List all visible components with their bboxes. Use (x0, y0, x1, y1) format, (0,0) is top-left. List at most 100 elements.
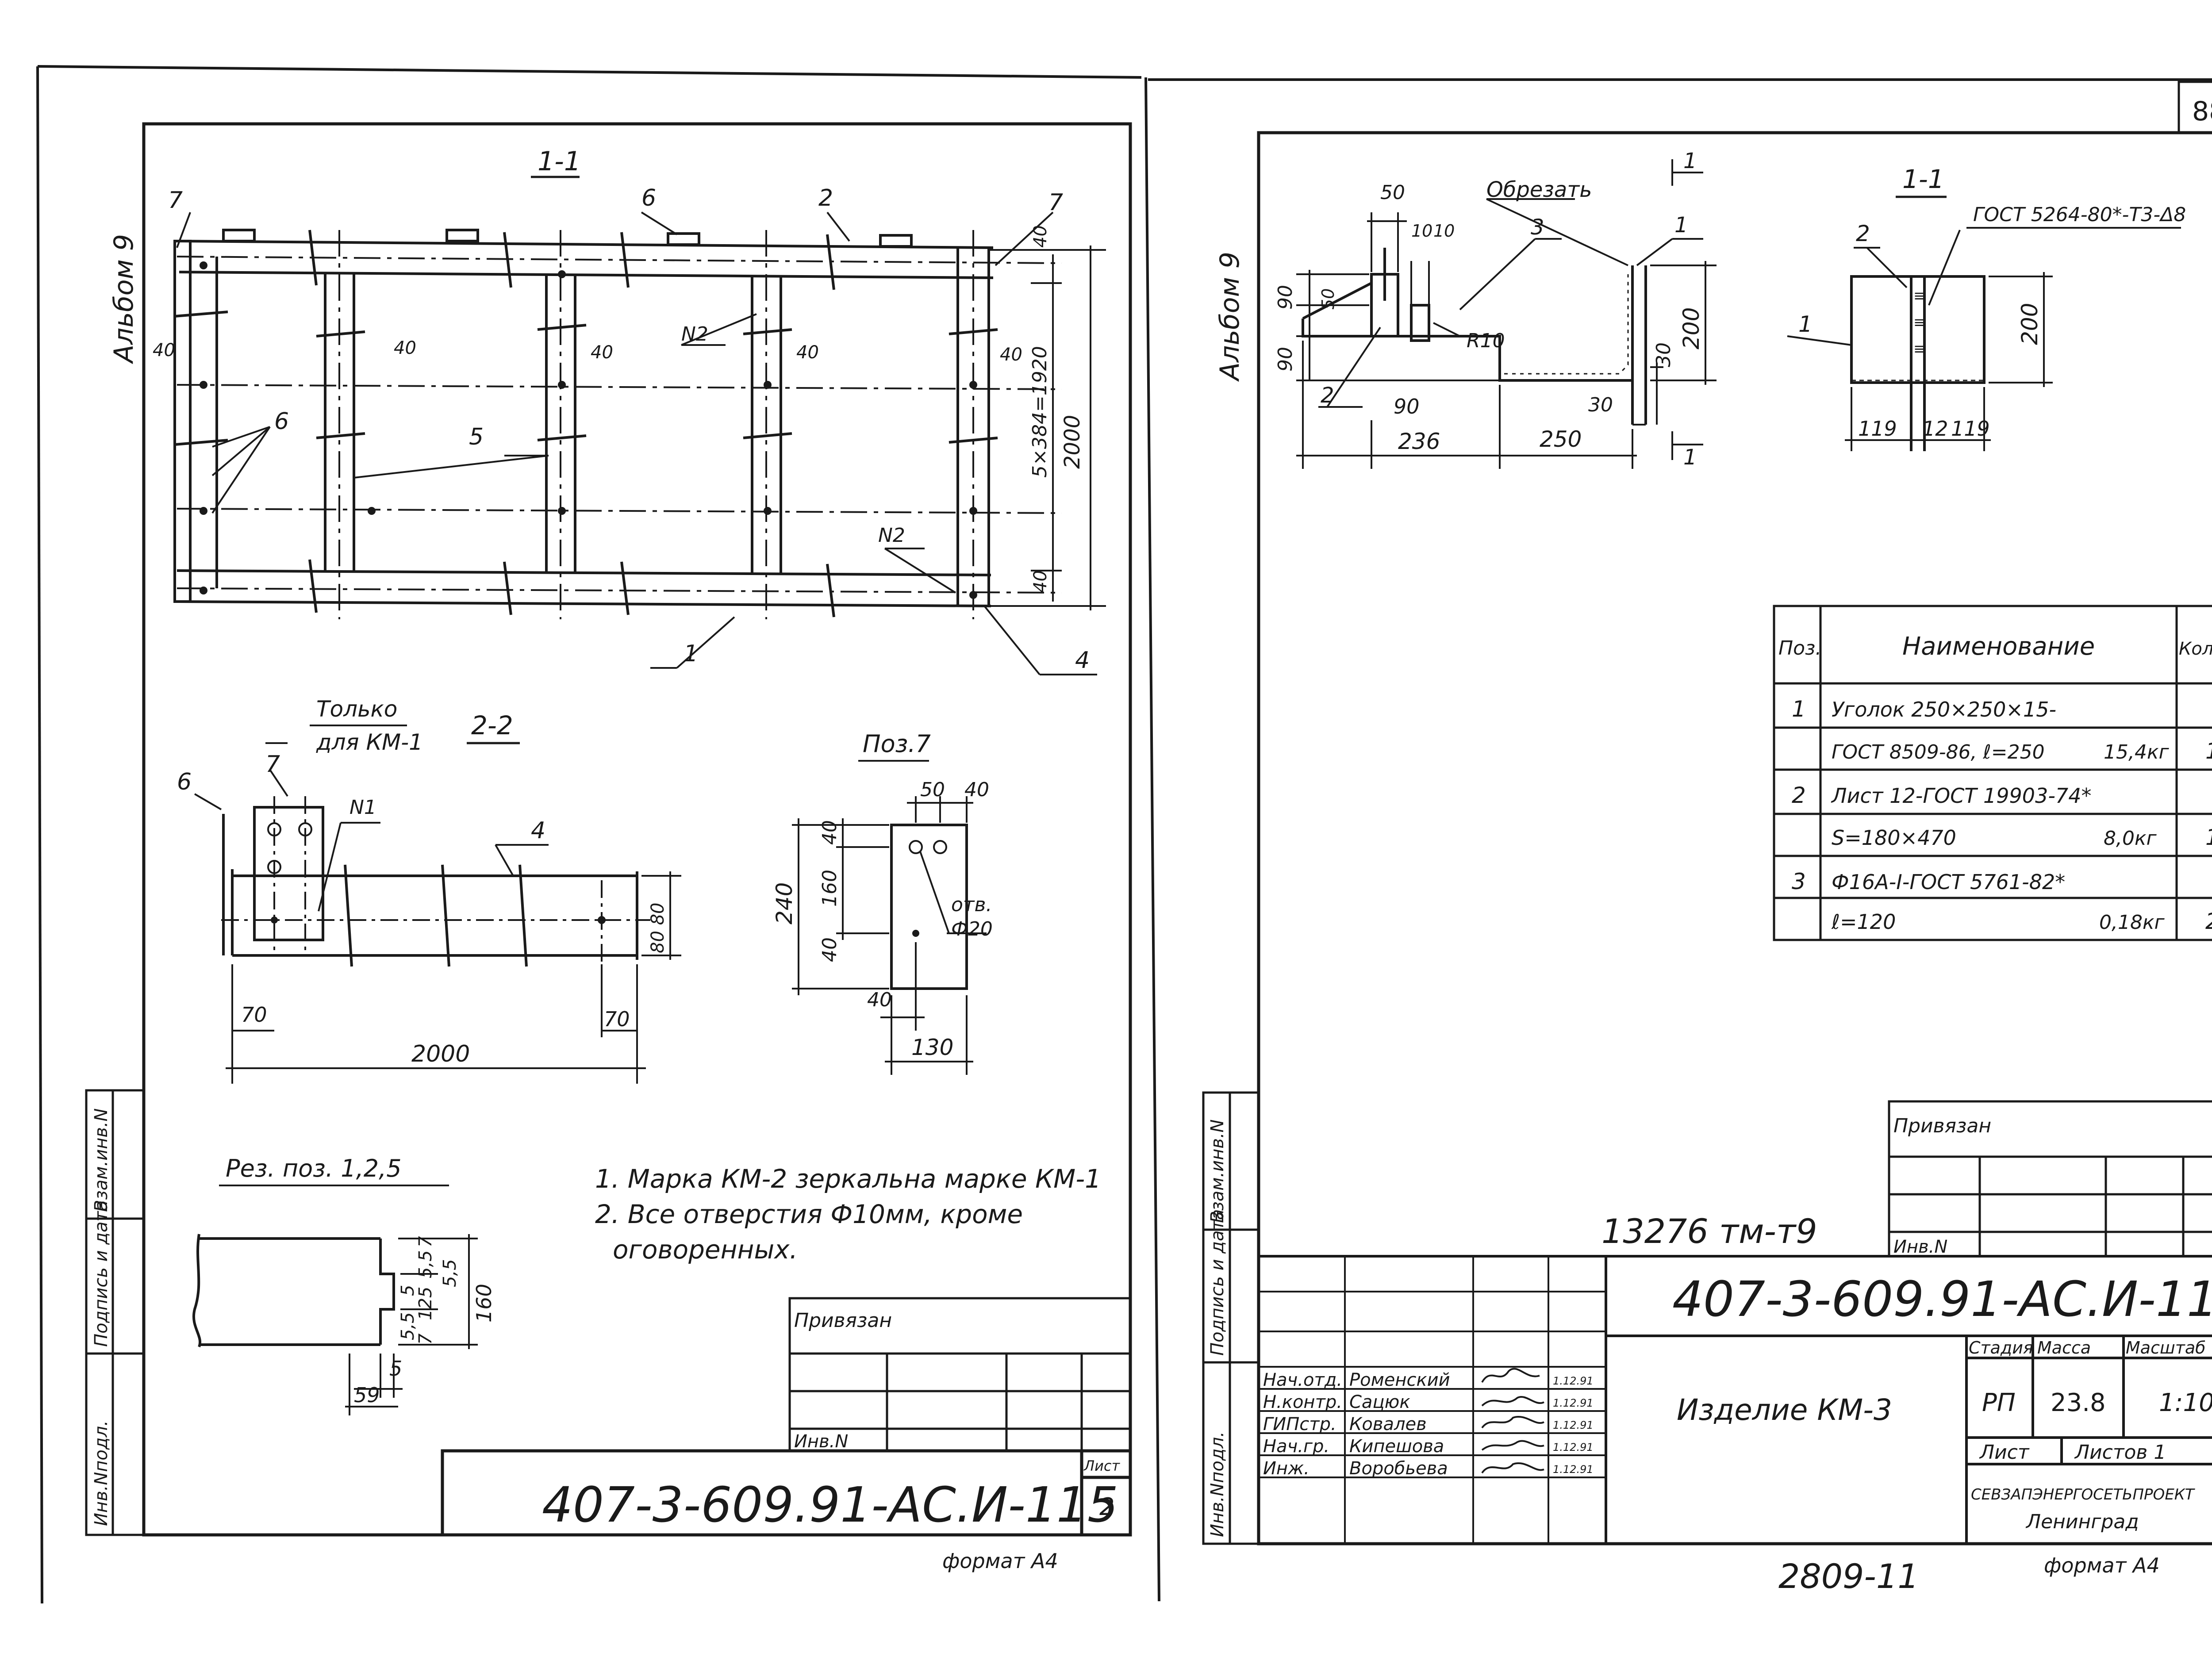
cut-dim-125: 125 (415, 1287, 436, 1320)
dim-5x384: 5×384=1920 (1029, 346, 1051, 478)
signer-5-date: 1.12.91 (1553, 1463, 1594, 1476)
left-frame (142, 122, 1132, 1537)
org-line-1: СЕВЗАПЭНЕРГОСЕТЬПРОЕКТ (1971, 1486, 2195, 1503)
cut-dim-5a: 5 (398, 1285, 418, 1296)
cut-dim-5: 5 (389, 1357, 402, 1381)
signer-3-name: Ковалев (1349, 1414, 1427, 1434)
note-1: 1. Марка КМ-2 зеркальна марке КМ-1 (595, 1164, 1101, 1194)
signer-3-date: 1.12.91 (1553, 1419, 1594, 1431)
section-2-2-dims (194, 742, 681, 1084)
spec-row-1-pos: 1 (1792, 696, 1806, 722)
page-number: 88 (2192, 96, 2212, 127)
mass-value: 23.8 (2051, 1388, 2106, 1417)
archive-number: 13276 тм-т9 (1601, 1212, 1817, 1251)
rcallout-2b: 2 (1856, 221, 1870, 246)
dim-70-left: 70 (241, 1003, 267, 1027)
page-number-box (2177, 81, 2212, 134)
scale-header: Масштаб (2126, 1338, 2206, 1358)
dim-40-bottom: 40 (1030, 570, 1051, 593)
right-side-stamp-1: Инв.Nподл. (1207, 1431, 1228, 1537)
spec-row-3-pos: 2 (1792, 782, 1806, 808)
left-section-2-2-title: 2-2 (471, 710, 513, 740)
right-side-stamp-3: Взам.инв.N (1207, 1120, 1228, 1223)
rdim-119b: 119 (1951, 417, 1990, 441)
cut-dim-7: 7 (415, 1236, 436, 1247)
rdim-119a: 119 (1858, 417, 1897, 441)
pos7-title: Поз.7 (863, 730, 931, 758)
rcut-1a: 1 (1683, 149, 1697, 173)
cut-detail-title: Рез. поз. 1,2,5 (226, 1154, 402, 1182)
callout-4: 4 (1075, 647, 1090, 674)
frame-leaders (176, 211, 1097, 675)
cut-detail-dims (345, 1234, 478, 1415)
dim-40-pos7-bottom: 40 (818, 937, 841, 962)
rdim-50b: 50 (1318, 288, 1338, 310)
dim-40-v4: 40 (1000, 345, 1022, 365)
frame-dims (989, 245, 1106, 610)
callout-6-top: 6 (641, 185, 656, 211)
left-sheet-number: 2 (1099, 1493, 1114, 1521)
callout-2-top: 2 (818, 185, 833, 211)
left-sheet: Инв.Nподл. Подпись и дата Взам.инв.N Аль… (85, 122, 1132, 1573)
right-inv-label: Инв.N (1893, 1237, 1947, 1257)
rcallout-1a: 1 (1674, 213, 1688, 238)
dim-40-v1: 40 (394, 338, 416, 358)
right-attached-block (1888, 1100, 2212, 1258)
scale-value: 1:10 (2159, 1388, 2212, 1417)
rdim-12: 12 (1922, 417, 1948, 441)
right-title-block (1257, 1255, 2212, 1545)
spec-row-6-mass: 0,18кг (2099, 911, 2165, 934)
dim-80-80: 80 80 (648, 902, 668, 953)
spec-header-qty: Кол. (2179, 639, 2212, 659)
rcallout-r10: R10 (1467, 330, 1505, 352)
callout-1: 1 (684, 640, 698, 667)
spec-row-3-name: Лист 12-ГОСТ 19903-74* (1831, 784, 2091, 808)
spec-header-pos: Поз. (1778, 637, 1821, 660)
dim-240: 240 (772, 882, 797, 924)
rcut-1b: 1 (1683, 445, 1697, 470)
dim-130: 130 (911, 1035, 953, 1060)
dim-160: 160 (818, 870, 841, 907)
dim-40-top: 40 (1030, 225, 1051, 248)
right-sheet-label: Лист (1979, 1441, 2030, 1464)
spec-row-5-pos: 3 (1792, 869, 1806, 894)
callout-6-left: 6 (274, 408, 289, 435)
callout-n2-bottom: N2 (878, 524, 905, 547)
callout-6-section22: 6 (177, 769, 192, 795)
right-side-stamp-2: Подпись и дата (1207, 1209, 1228, 1356)
signer-2-role: Н.контр. (1263, 1392, 1342, 1412)
left-side-stamp (85, 1089, 145, 1536)
spec-row-1-name: Уголок 250×250×15- (1832, 698, 2056, 721)
angle-leaders (1318, 159, 1703, 460)
left-doc-code: 407-3-609.91-АС.И-115 (542, 1476, 1118, 1533)
spec-row-2-mass: 15,4кг (2104, 741, 2170, 763)
signer-1-date: 1.12.91 (1553, 1375, 1594, 1387)
spec-rows: 1 Уголок 250×250×15- ГОСТ 8509-86, ℓ=250… (1792, 696, 2212, 934)
right-sheet: 88 Инв.Nподл. Подпись и дата Взам.инв.N … (1202, 81, 2212, 1596)
dim-40-v3: 40 (796, 342, 819, 363)
rdim-250: 250 (1540, 426, 1582, 452)
dim-40-v2: 40 (591, 342, 613, 363)
gost-note: ГОСТ 5264-80*-Т3-Δ8 (1973, 203, 2186, 226)
signer-2-date: 1.12.91 (1553, 1397, 1594, 1409)
dim-70-right: 70 (604, 1007, 630, 1031)
rcallout-2a: 2 (1321, 383, 1334, 408)
signer-1-role: Нач.отд. (1263, 1370, 1342, 1390)
rcallout-3: 3 (1531, 215, 1544, 240)
rdim-90c: 90 (1394, 395, 1420, 418)
left-code-block (441, 1449, 1132, 1537)
rdim-50: 50 (1380, 181, 1405, 204)
weld-mark-1: ≡ (1913, 287, 1926, 305)
cut-detail (192, 1234, 395, 1348)
angle-weld (1504, 274, 1629, 375)
signature-marks (1481, 1368, 1544, 1474)
right-album-label: Альбом 9 (1214, 252, 1245, 382)
signer-4-name: Кипешова (1349, 1436, 1444, 1457)
dim-40-pos7: 40 (964, 778, 989, 801)
hole-label: отв. (951, 894, 992, 916)
hole-diameter: Ф20 (951, 918, 993, 940)
spec-row-6-qty: 2 (2205, 909, 2212, 934)
angle-dims (1296, 212, 1717, 469)
cut-off-label: Обрезать (1486, 177, 1592, 202)
cut-dim-160: 160 (472, 1284, 496, 1323)
